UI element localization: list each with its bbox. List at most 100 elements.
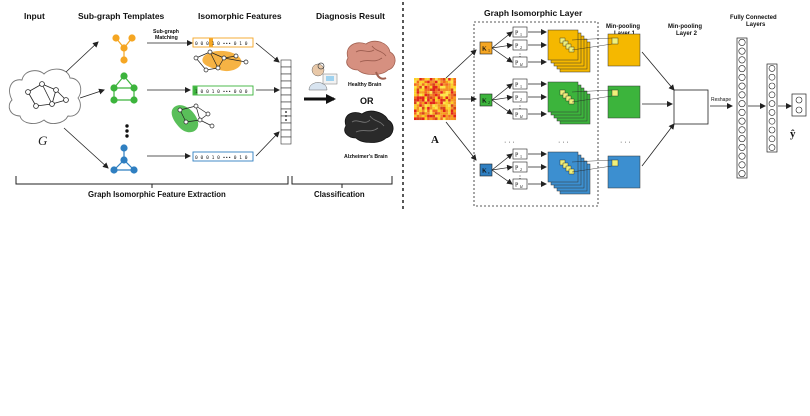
heatmap-cell bbox=[429, 93, 433, 97]
heatmap-cell bbox=[416, 104, 420, 107]
heatmap-cell bbox=[414, 88, 417, 92]
fc2-neuron bbox=[768, 100, 776, 107]
heatmap-cell bbox=[437, 83, 441, 86]
heatmap-cell bbox=[440, 106, 443, 110]
healthy-brain-icon bbox=[346, 40, 396, 80]
heatmap-cell bbox=[421, 85, 425, 89]
fc1-neuron bbox=[738, 152, 746, 160]
perm-label: P bbox=[515, 31, 519, 37]
fc2-frame bbox=[766, 63, 778, 153]
matched-graph-green bbox=[171, 103, 215, 133]
vector-dot bbox=[285, 111, 287, 113]
fc2-neuron bbox=[768, 73, 776, 81]
heatmap-cell bbox=[416, 112, 420, 115]
kernel-index: 2 bbox=[488, 100, 490, 105]
fc1-neuron bbox=[738, 126, 746, 134]
heatmap-cell bbox=[437, 112, 441, 115]
heatmap-cell bbox=[435, 109, 438, 113]
heatmap-cell bbox=[437, 104, 441, 107]
heatmap-cell bbox=[442, 85, 446, 89]
heatmap-cell bbox=[424, 83, 428, 86]
heatmap-cell bbox=[450, 96, 454, 100]
kernel-index: c bbox=[488, 170, 490, 175]
heatmap-cell bbox=[448, 88, 451, 92]
template-node bbox=[120, 56, 128, 64]
classification-bracket bbox=[291, 176, 393, 188]
feature-patch bbox=[559, 159, 566, 166]
template-orange bbox=[112, 34, 136, 64]
heatmap-cell bbox=[414, 112, 417, 115]
heatmap-cell bbox=[414, 99, 417, 102]
heatmap-cell bbox=[445, 80, 449, 84]
perm-box bbox=[512, 161, 528, 173]
heatmap-cell bbox=[437, 91, 441, 94]
heatmap-cell bbox=[429, 78, 433, 81]
heatmap-cell bbox=[445, 101, 449, 105]
heatmap-cell bbox=[450, 109, 454, 113]
heatmap-cell bbox=[427, 117, 430, 121]
heatmap-cell bbox=[435, 85, 438, 89]
heatmap-cell bbox=[429, 114, 433, 118]
heatmap-cell bbox=[448, 109, 451, 113]
pool-connector bbox=[571, 159, 613, 163]
feature-vector-green: 1 0 0 1 0 ••• 0 0 0 bbox=[192, 85, 254, 96]
template-node bbox=[130, 84, 138, 92]
template-node bbox=[120, 156, 128, 164]
heatmap-cell bbox=[440, 83, 443, 86]
heatmap-cell bbox=[424, 104, 428, 107]
heatmap-cell bbox=[453, 101, 457, 105]
perm-dot bbox=[519, 175, 521, 177]
fc2-neuron bbox=[768, 91, 776, 99]
pool1-patch bbox=[611, 37, 619, 45]
heatmap-cell bbox=[427, 101, 430, 105]
heatmap-cell bbox=[427, 96, 430, 100]
heatmap-cell bbox=[432, 85, 436, 89]
header-input: Input bbox=[24, 11, 45, 21]
perm-label: P bbox=[515, 183, 519, 189]
heatmap-cell bbox=[427, 78, 430, 81]
template-green bbox=[110, 72, 138, 104]
heatmap-cell bbox=[429, 83, 433, 86]
heatmap-cell bbox=[432, 106, 436, 110]
header-templates: Sub-graph Templates bbox=[78, 11, 165, 21]
heatmap-cell bbox=[437, 78, 441, 81]
heatmap-cell bbox=[435, 93, 438, 97]
heatmap-cell bbox=[419, 80, 422, 84]
heatmap-cell bbox=[450, 83, 454, 86]
feature-bits-blue: 0 0 0 1 0 ••• 0 1 0 bbox=[195, 155, 248, 161]
kernel-index: 1 bbox=[488, 48, 490, 53]
heatmap-cell bbox=[453, 78, 457, 81]
heatmap-cell bbox=[450, 91, 454, 94]
heatmap-cell bbox=[414, 91, 417, 94]
heatmap-cell bbox=[424, 114, 428, 118]
heatmap-cell bbox=[442, 112, 446, 115]
heatmap-cell bbox=[427, 112, 430, 115]
template-blue bbox=[110, 144, 138, 174]
heatmap-cell bbox=[445, 85, 449, 89]
heatmap-cell bbox=[419, 112, 422, 115]
heatmap-cell bbox=[442, 93, 446, 97]
heatmap-cell bbox=[414, 93, 417, 97]
extraction-label: Graph Isomorphic Feature Extraction bbox=[88, 190, 226, 199]
matching-label-2: Matching bbox=[155, 35, 178, 41]
heatmap-cell bbox=[435, 106, 438, 110]
heatmap-cell bbox=[427, 91, 430, 94]
feature-patch bbox=[568, 168, 575, 175]
heatmap-cell bbox=[437, 117, 441, 121]
heatmap-cell bbox=[419, 83, 422, 86]
perm-label: P bbox=[515, 153, 519, 159]
heatmap-cell bbox=[440, 93, 443, 97]
heatmap-cell bbox=[440, 91, 443, 94]
heatmap-cell bbox=[419, 117, 422, 121]
fc1-neuron bbox=[738, 108, 746, 116]
heatmap-cell bbox=[427, 99, 430, 102]
classification-label: Classification bbox=[314, 190, 365, 199]
heatmap-cell bbox=[442, 78, 446, 81]
heatmap-cell bbox=[453, 91, 457, 94]
feature-patch bbox=[562, 92, 569, 99]
heatmap-cell bbox=[419, 104, 422, 107]
heatmap-cell bbox=[450, 93, 454, 97]
heatmap-cell bbox=[427, 83, 430, 86]
heatmap-cell bbox=[453, 106, 457, 110]
heatmap-cell bbox=[427, 114, 430, 118]
